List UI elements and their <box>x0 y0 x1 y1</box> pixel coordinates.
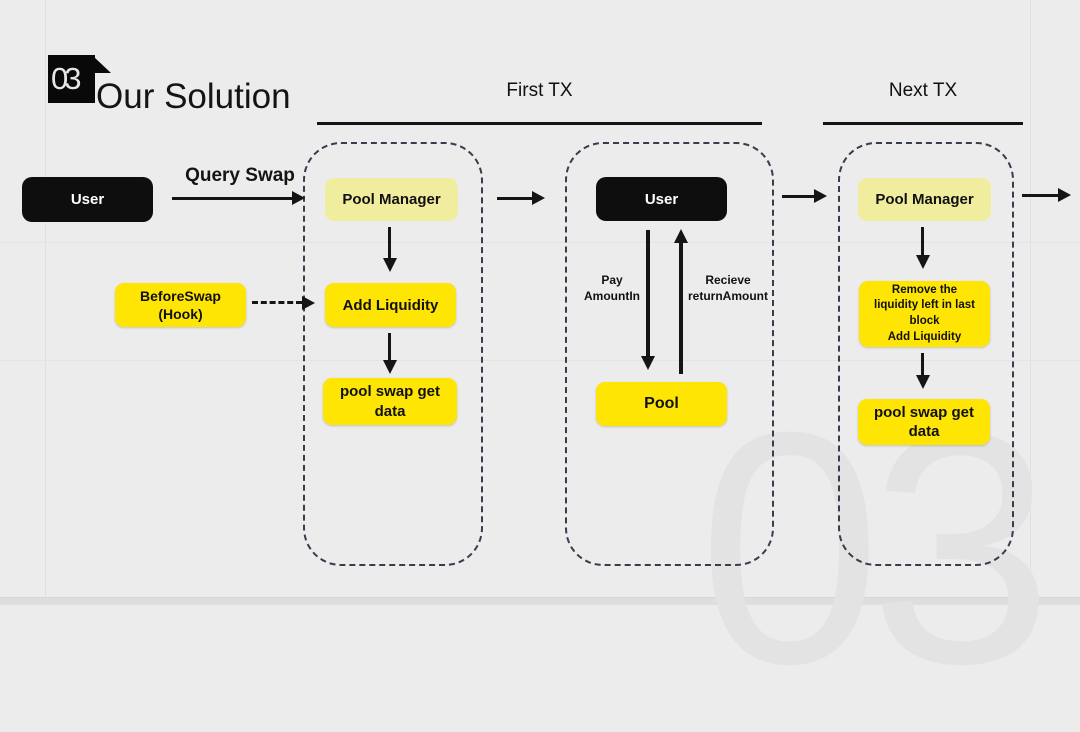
pool-manager-box-2: Pool Manager <box>858 178 991 221</box>
arrow-line <box>1022 194 1059 197</box>
pool-manager-box-1: Pool Manager <box>325 178 458 221</box>
pool-box: Pool <box>596 382 727 426</box>
section-number-text: 03 <box>51 61 81 96</box>
next-tx-underline <box>823 122 1023 125</box>
arrow-head-down-icon <box>915 375 930 389</box>
decorative-gridline-mid <box>0 242 1080 243</box>
arrow-line <box>388 227 391 259</box>
arrow-line <box>921 353 924 376</box>
arrow-line <box>782 195 815 198</box>
remove-liquidity-box: Remove the liquidity left in last block … <box>859 281 990 347</box>
decorative-gridline-lower <box>0 360 1080 361</box>
decorative-gridline-left <box>45 0 46 604</box>
arrow-head-right-icon <box>814 189 827 203</box>
arrow-line <box>646 230 650 358</box>
arrow-line <box>679 242 683 374</box>
first-tx-underline <box>317 122 762 125</box>
arrow-line <box>497 197 533 200</box>
arrow-head-down-icon <box>382 360 397 374</box>
add-liquidity-box: Add Liquidity <box>325 283 456 327</box>
page-title: Our Solution <box>96 77 291 116</box>
arrow-head-down-icon <box>382 258 397 272</box>
user-box-swap: User <box>596 177 727 221</box>
arrow-line <box>921 227 924 256</box>
swap-container <box>565 142 774 566</box>
section-number-badge: 03 <box>48 55 95 103</box>
next-tx-container <box>838 142 1014 566</box>
arrow-head-up-icon <box>673 229 688 243</box>
slide-background: { "colors": { "background": "#ECECEC", "… <box>0 0 1080 605</box>
badge-fold-icon <box>94 57 111 73</box>
arrow-head-right-icon <box>1058 188 1071 202</box>
arrow-head-right-icon <box>532 191 545 205</box>
arrow-line <box>388 333 391 361</box>
phase-label-first-tx: First TX <box>506 80 573 101</box>
arrow-head-down-icon <box>641 356 655 370</box>
phase-label-next-tx: Next TX <box>888 80 958 101</box>
arrow-head-right-icon <box>292 191 305 205</box>
first-tx-container <box>303 142 483 566</box>
pool-swap-get-data-box-2: pool swap get data <box>858 399 990 445</box>
arrow-line <box>172 197 294 200</box>
dashed-arrow-line <box>252 301 302 304</box>
query-swap-label: Query Swap <box>185 165 295 186</box>
receive-amount-label: Recieve returnAmount <box>688 273 768 304</box>
pay-amount-label: Pay AmountIn <box>584 273 640 304</box>
arrow-head-right-icon <box>302 296 315 310</box>
user-box-left: User <box>22 177 153 222</box>
before-swap-hook-box: BeforeSwap (Hook) <box>115 283 246 327</box>
slide-bottom-strip <box>0 597 1080 605</box>
decorative-gridline-right <box>1030 0 1031 604</box>
pool-swap-get-data-box-1: pool swap get data <box>323 378 457 425</box>
arrow-head-down-icon <box>915 255 930 269</box>
